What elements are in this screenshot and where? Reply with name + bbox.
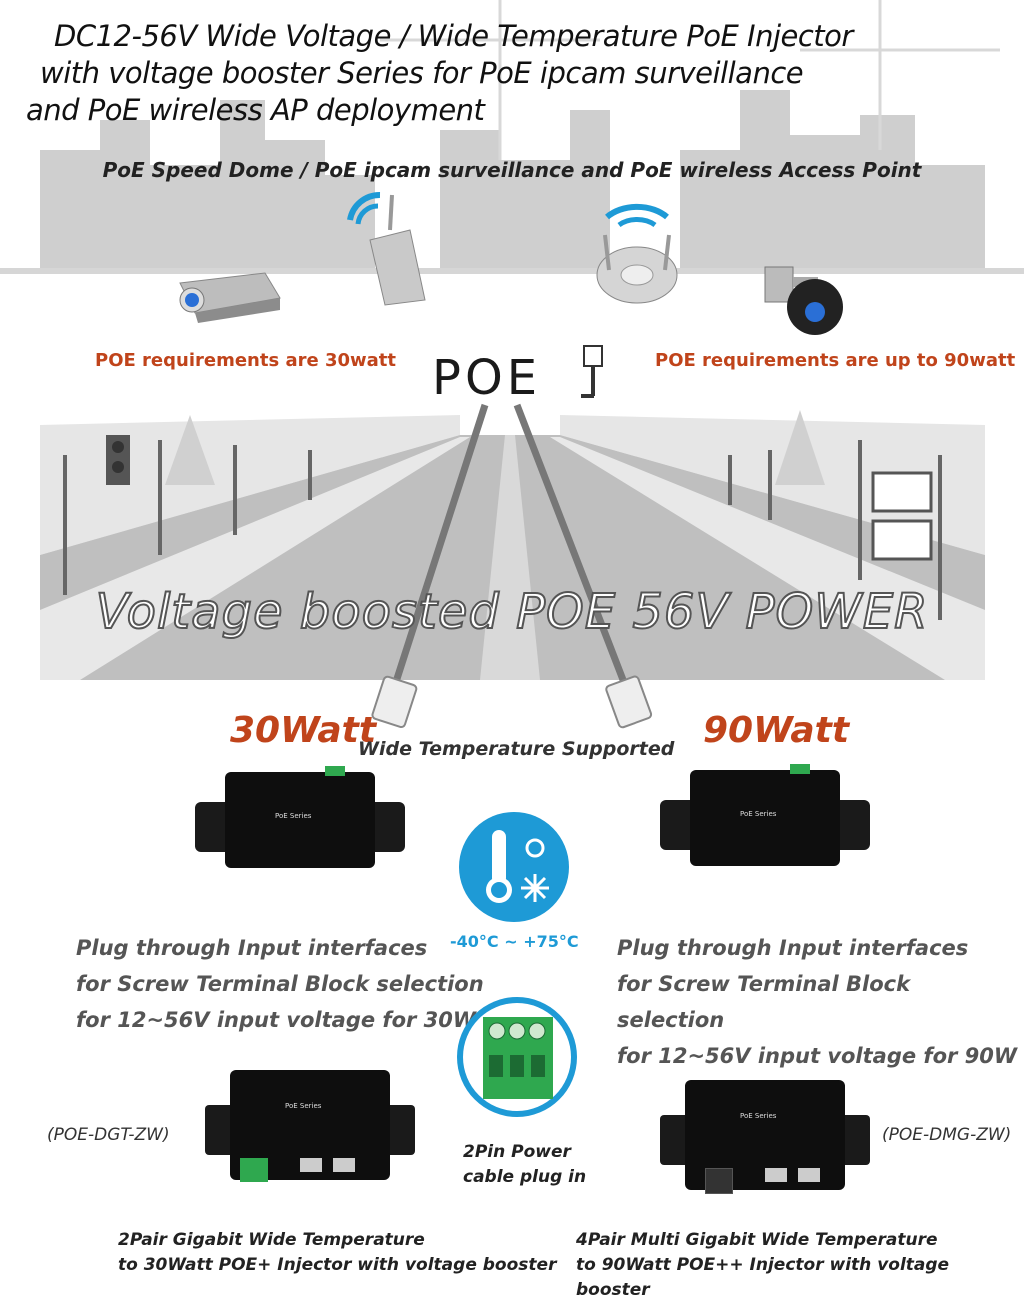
- model-right: (POE-DMG-ZW): [882, 1125, 1012, 1145]
- model-left: (POE-DGT-ZW): [47, 1125, 170, 1145]
- device-label-30w-top: PoE Series: [275, 812, 312, 820]
- power-plug-line-2: cable plug in: [463, 1167, 587, 1187]
- left-description-line-1: Plug through Input interfaces: [76, 936, 428, 960]
- requirement-left: POE requirements are 30watt: [95, 350, 396, 371]
- wireless-ap-icon-right: [596, 203, 678, 304]
- thermometer-icon: [459, 812, 569, 922]
- speed-dome-camera-icon: [764, 266, 843, 335]
- right-description-line-3: for 12~56V input voltage for 90W: [617, 1044, 1018, 1068]
- headline-line-2: with voltage booster Series for PoE ipca…: [40, 56, 804, 90]
- ethernet-cables: [371, 403, 653, 729]
- right-description: Plug through Input interfaces for Screw …: [617, 930, 1024, 1074]
- headline-line-1: DC12-56V Wide Voltage / Wide Temperature…: [54, 19, 853, 53]
- power-plug-line-1: 2Pin Power: [463, 1142, 571, 1162]
- road-scene: [40, 410, 985, 680]
- device-label-90w-bottom: PoE Series: [740, 1112, 777, 1120]
- ip-camera-icon: [179, 272, 281, 323]
- poe-plug-icon: [581, 345, 603, 398]
- left-description-line-2: for Screw Terminal Block selection: [76, 972, 484, 996]
- injector-30w-top: PoE Series: [195, 766, 405, 882]
- watt-label-left: 30Watt: [230, 710, 377, 751]
- caption-left: 2Pair Gigabit Wide Temperature to 30Watt…: [118, 1228, 556, 1278]
- city-skyline: [0, 0, 1024, 274]
- wide-temperature-label: Wide Temperature Supported: [358, 738, 675, 760]
- watt-label-right: 90Watt: [703, 710, 850, 751]
- caption-right-line-2: to 90Watt POE++ Injector with voltage bo…: [576, 1255, 950, 1300]
- headline: DC12-56V Wide Voltage / Wide Temperature…: [26, 18, 926, 129]
- voltage-boost-text: Voltage boosted POE 56V POWER: [95, 583, 929, 641]
- poe-logo-text: POE: [432, 350, 542, 406]
- injector-90w-top: PoE Series: [660, 764, 870, 880]
- injector-90w-ports: PoE Series: [660, 1080, 870, 1200]
- left-description-line-3: for 12~56V input voltage for 30W: [76, 1008, 477, 1032]
- caption-left-line-2: to 30Watt POE+ Injector with voltage boo…: [118, 1255, 557, 1275]
- requirement-right: POE requirements are up to 90watt: [655, 350, 1016, 371]
- right-description-line-1: Plug through Input interfaces: [617, 936, 969, 960]
- wireless-ap-icon-left: [347, 191, 426, 306]
- headline-line-3: and PoE wireless AP deployment: [26, 93, 485, 127]
- poe-logo: POE: [432, 350, 541, 406]
- device-label-90w-top: PoE Series: [740, 810, 777, 818]
- terminal-block-icon: [457, 997, 577, 1117]
- power-plug-caption: 2Pin Power cable plug in: [463, 1140, 586, 1190]
- subtitle: PoE Speed Dome / PoE ipcam surveillance …: [102, 158, 922, 182]
- caption-left-line-1: 2Pair Gigabit Wide Temperature: [118, 1230, 425, 1250]
- temperature-range: -40°C ~ +75°C: [450, 932, 579, 951]
- injector-30w-ports: PoE Series: [205, 1070, 415, 1190]
- caption-right: 4Pair Multi Gigabit Wide Temperature to …: [576, 1228, 1024, 1303]
- device-label-30w-bottom: PoE Series: [285, 1102, 322, 1110]
- left-description: Plug through Input interfaces for Screw …: [76, 930, 484, 1038]
- caption-right-line-1: 4Pair Multi Gigabit Wide Temperature: [576, 1230, 938, 1250]
- right-description-line-2: for Screw Terminal Block selection: [617, 972, 911, 1032]
